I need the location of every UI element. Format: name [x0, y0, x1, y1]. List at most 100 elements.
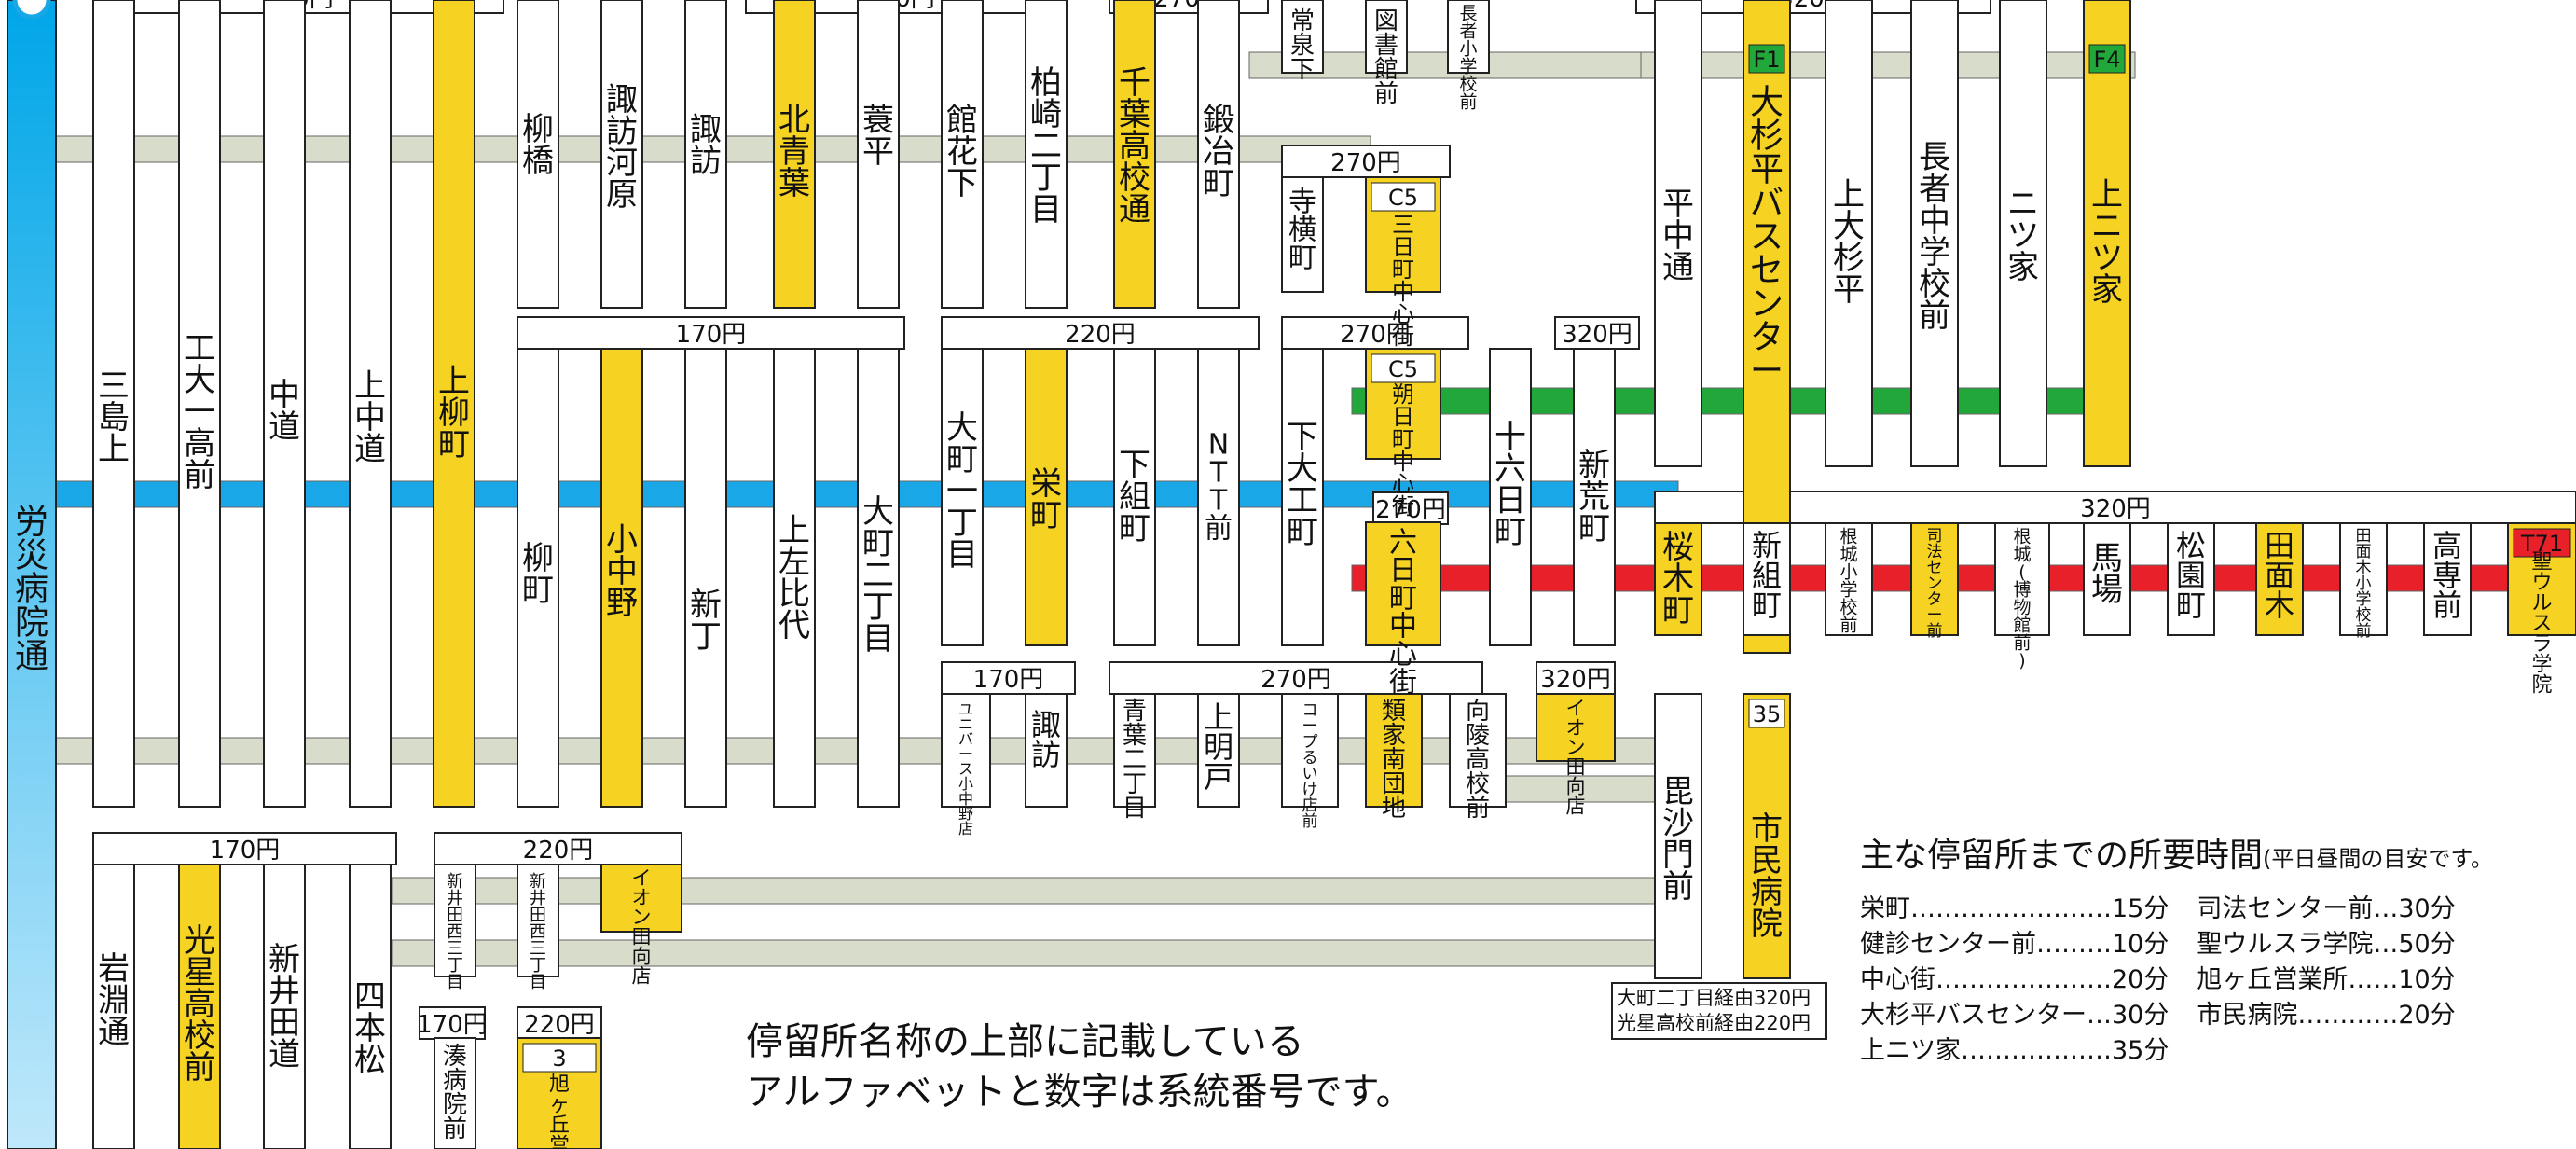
travel-time-title-text: 主な停留所までの所要時間 — [1860, 837, 2264, 875]
svg-text:町: 町 — [862, 525, 894, 562]
stop-kodai[interactable] — [178, 0, 221, 808]
svg-text:木: 木 — [2356, 559, 2372, 577]
stop-suwa2[interactable] — [1025, 693, 1068, 808]
svg-text:セ: セ — [1927, 559, 1943, 577]
stop-mishimaue[interactable] — [92, 0, 135, 808]
svg-text:バ: バ — [1750, 185, 1784, 223]
stop-kamiosugi[interactable] — [1825, 0, 1873, 467]
stop-omachi1[interactable] — [941, 348, 984, 646]
stop-shiho[interactable] — [1910, 522, 1959, 636]
svg-text:諏: 諏 — [606, 81, 638, 118]
stop-shimin[interactable] — [1743, 693, 1791, 979]
stop-kamifutatsuya[interactable] — [2083, 0, 2131, 467]
travel-time-title: 主な停留所までの所要時間(平日昼間の目安です。 — [1860, 828, 2569, 877]
svg-text:け: け — [1302, 781, 1318, 799]
stop-araida[interactable] — [263, 864, 306, 1149]
stop-minato[interactable] — [434, 1037, 476, 1149]
stop-tsunemi[interactable] — [1281, 0, 1324, 74]
stop-shinaracho[interactable] — [1573, 348, 1616, 646]
stop-konakano_uni[interactable] — [941, 693, 991, 808]
route-band — [1351, 564, 2576, 592]
stop-kitaaoba[interactable] — [773, 0, 816, 309]
stop-hiranaka[interactable] — [1654, 0, 1702, 467]
stop-kashiwazaki[interactable] — [1025, 0, 1068, 309]
stop-konakano[interactable] — [600, 348, 643, 808]
stop-kamiyanagi[interactable] — [433, 0, 475, 808]
svg-text:労: 労 — [15, 504, 48, 542]
svg-text:通: 通 — [98, 1014, 130, 1051]
stop-araida3b[interactable] — [517, 864, 559, 977]
svg-text:下: 下 — [1287, 419, 1318, 456]
stop-yanagibashi[interactable] — [517, 0, 559, 309]
stop-baba[interactable] — [2083, 522, 2131, 636]
svg-text:上: 上 — [778, 512, 810, 549]
svg-text:院: 院 — [2531, 673, 2552, 697]
stop-aeon1[interactable] — [1536, 693, 1616, 762]
stop-ruike[interactable] — [1365, 693, 1423, 808]
stop-futatsuya[interactable] — [1999, 0, 2047, 467]
stop-juroku[interactable] — [1489, 348, 1532, 646]
stop-tanosho[interactable] — [2339, 522, 2388, 636]
stop-shimoomachi[interactable] — [1281, 348, 1324, 646]
svg-text:通: 通 — [15, 638, 48, 676]
stop-suwakawara[interactable] — [600, 0, 643, 309]
stop-kamisabi[interactable] — [773, 348, 816, 808]
stop-kamimyodo[interactable] — [1197, 693, 1240, 808]
fare-bracket — [434, 832, 682, 865]
svg-text:旭: 旭 — [549, 1073, 570, 1096]
stop-rokunichi_c[interactable] — [1365, 521, 1441, 646]
svg-text:新: 新 — [447, 872, 463, 892]
svg-text:中: 中 — [269, 377, 300, 414]
svg-text:上: 上 — [438, 363, 470, 400]
stop-label-tanaki: 田面木 — [2265, 528, 2294, 623]
stop-ntt[interactable] — [1197, 348, 1240, 646]
stop-kaminakamichi[interactable] — [349, 0, 392, 808]
stop-coop[interactable] — [1281, 693, 1339, 808]
svg-text:小: 小 — [1459, 39, 1477, 60]
travel-time-right-column: 司法センター前…30分聖ウルスラ学院…50分旭ヶ丘営業所……10分市民病院………… — [2197, 892, 2455, 1069]
stop-shincho[interactable] — [684, 348, 727, 808]
stop-nagasho[interactable] — [1447, 0, 1490, 74]
stop-chibakoko[interactable] — [1113, 0, 1156, 309]
svg-text:前: 前 — [2013, 633, 2031, 654]
svg-text:柳: 柳 — [522, 540, 554, 577]
stop-hakubutsu[interactable] — [1994, 522, 2050, 636]
stop-yonhon[interactable] — [349, 864, 392, 1149]
stop-tanaki[interactable] — [2255, 522, 2304, 636]
stop-araida3a[interactable] — [434, 864, 476, 977]
stop-bishamon[interactable] — [1654, 693, 1702, 979]
stop-suwa1[interactable] — [684, 0, 727, 309]
svg-text:常: 常 — [1290, 7, 1315, 35]
stop-kosei[interactable] — [178, 864, 221, 1149]
stop-yanagicho[interactable] — [517, 348, 559, 808]
svg-text:明: 明 — [1204, 729, 1233, 765]
stop-aoba2[interactable] — [1113, 693, 1156, 808]
stop-iwabuchi[interactable] — [92, 864, 135, 1149]
route-number-kamifutatsuya: F4 — [2088, 44, 2126, 74]
svg-text:通: 通 — [1662, 249, 1694, 286]
stop-neshiro[interactable] — [1825, 522, 1873, 636]
stop-shimogumi[interactable] — [1113, 348, 1156, 646]
stop-ryoryo[interactable] — [1449, 693, 1507, 808]
stop-sakaecho[interactable] — [1025, 348, 1068, 646]
stop-terayoko[interactable] — [1281, 176, 1324, 293]
stop-sakuragi[interactable] — [1654, 522, 1702, 636]
svg-text:中: 中 — [1662, 217, 1694, 255]
stop-kodira[interactable] — [857, 0, 900, 309]
stop-matsuzono[interactable] — [2167, 522, 2215, 636]
route-number-osugi: F1 — [1748, 44, 1785, 74]
stop-tatebanashita[interactable] — [941, 0, 984, 309]
stop-chojachu[interactable] — [1910, 0, 1959, 467]
svg-text:野: 野 — [958, 805, 973, 823]
stop-shingumi[interactable] — [1743, 522, 1791, 636]
svg-text:泉: 泉 — [1290, 32, 1315, 60]
stop-kosen[interactable] — [2423, 522, 2472, 636]
stop-toshokan[interactable] — [1365, 0, 1408, 74]
svg-text:ス: ス — [1750, 218, 1784, 256]
stop-kajicho[interactable] — [1197, 0, 1240, 309]
svg-text:ン: ン — [632, 906, 652, 928]
stop-omachi2a[interactable] — [857, 348, 900, 808]
stop-nakamichi[interactable] — [263, 0, 306, 808]
stop-aeon2[interactable] — [600, 864, 682, 933]
